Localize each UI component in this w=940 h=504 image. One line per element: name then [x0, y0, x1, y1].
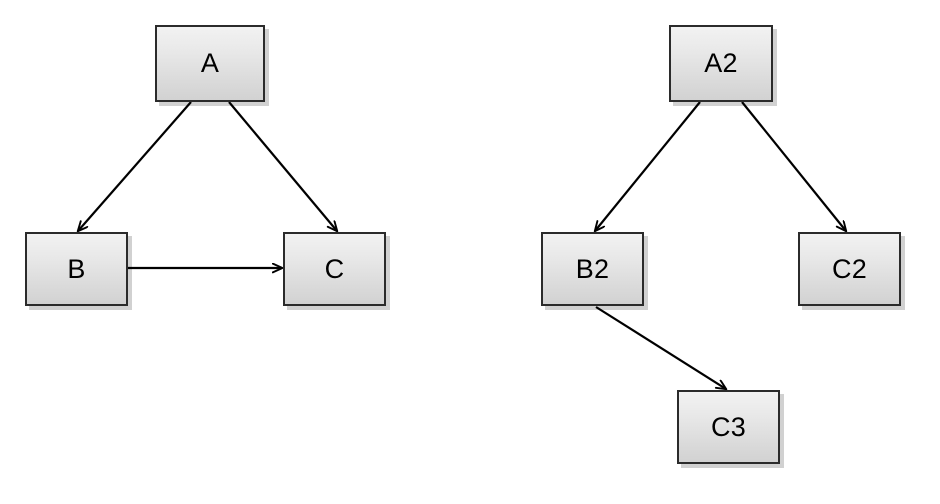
node-c2[interactable]: C2: [798, 232, 901, 306]
node-c[interactable]: C: [283, 232, 386, 306]
edge-a-to-b: [78, 101, 192, 231]
node-b2-label: B2: [575, 253, 610, 284]
node-b[interactable]: B: [25, 232, 128, 306]
node-c3-label: C3: [711, 411, 746, 442]
edge-a2-to-c2: [741, 101, 846, 231]
node-c2-label: C2: [832, 253, 867, 284]
edge-b2-to-c3: [595, 306, 726, 389]
node-a2-label: A2: [704, 48, 738, 78]
edge-a-to-c: [228, 101, 337, 231]
node-a-label: A: [200, 48, 220, 78]
node-a[interactable]: A: [155, 25, 265, 102]
node-c-label: C: [324, 253, 345, 284]
node-b2[interactable]: B2: [541, 232, 644, 306]
edge-a2-to-b2: [595, 101, 701, 231]
node-a2[interactable]: A2: [669, 25, 773, 102]
node-c3[interactable]: C3: [677, 390, 780, 464]
node-b-label: B: [67, 253, 86, 284]
